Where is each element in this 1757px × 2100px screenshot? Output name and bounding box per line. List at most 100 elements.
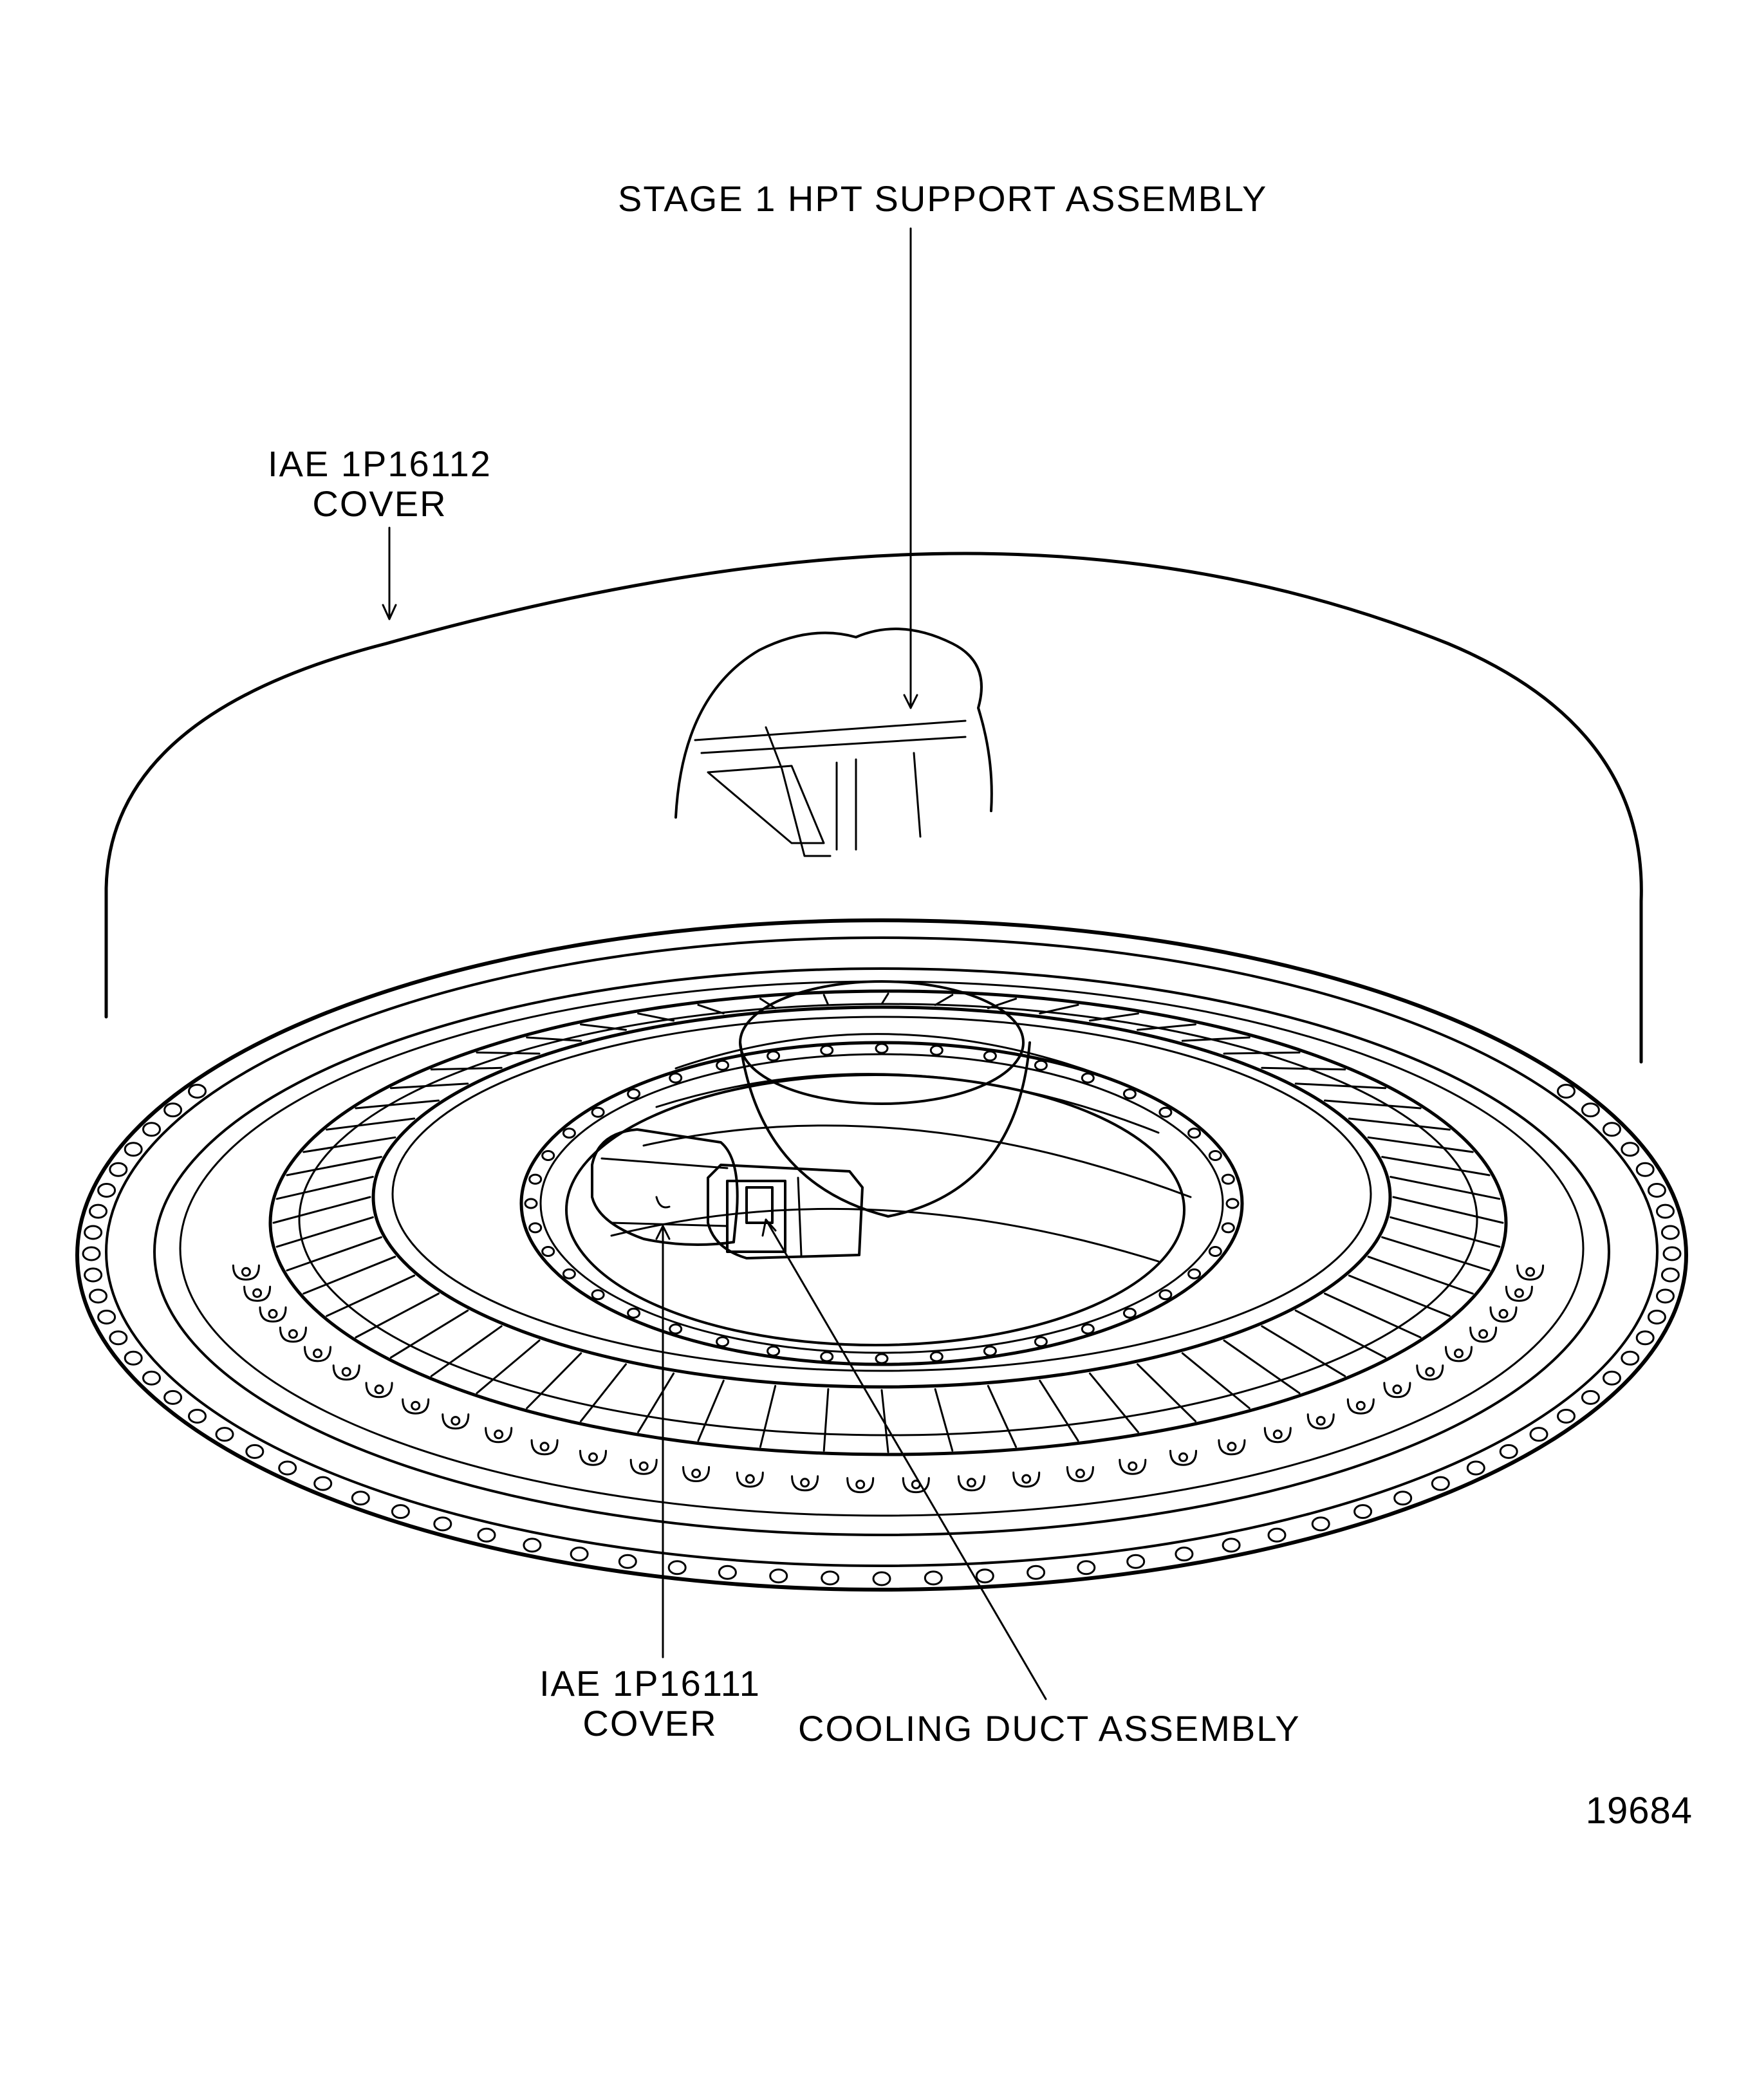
lug-hole: [1178, 1452, 1188, 1462]
bolt-hole: [433, 1516, 452, 1532]
inner-hole: [820, 1351, 834, 1362]
bolt-hole: [391, 1504, 410, 1519]
vane: [1294, 1309, 1387, 1359]
lug: [279, 1326, 307, 1343]
lug-hole: [1128, 1461, 1138, 1471]
vane: [637, 1012, 675, 1022]
bolt-hole: [1431, 1476, 1450, 1491]
lug: [1119, 1458, 1147, 1475]
bolt-hole: [1660, 1267, 1680, 1283]
lug-hole: [1392, 1384, 1402, 1395]
lug: [402, 1398, 430, 1415]
vane: [1223, 1339, 1301, 1395]
lug: [1383, 1382, 1411, 1398]
vane: [526, 1036, 582, 1042]
vane: [1261, 1066, 1346, 1071]
label-support-text: STAGE 1 HPT SUPPORT ASSEMBLY: [618, 178, 1268, 219]
bolt-hole: [1557, 1084, 1576, 1099]
inner-hole: [1034, 1336, 1048, 1348]
lug-hole: [451, 1416, 461, 1426]
bolt-hole: [124, 1350, 143, 1366]
bolt-hole: [718, 1565, 737, 1580]
bolt-hole: [124, 1142, 143, 1157]
vane: [476, 1339, 541, 1395]
inner-hole: [1122, 1088, 1137, 1100]
inner-hole: [875, 1043, 889, 1054]
bolt-hole: [84, 1225, 103, 1240]
lug: [243, 1285, 272, 1302]
vane: [880, 1389, 889, 1453]
vane: [1367, 1136, 1474, 1153]
bolt-hole: [975, 1568, 994, 1584]
turbine-vanes: [272, 992, 1504, 1453]
lug-hole: [1227, 1442, 1237, 1452]
inner-hole: [528, 1173, 543, 1185]
bolt-hole: [215, 1427, 234, 1442]
lug: [1306, 1413, 1335, 1430]
vane: [389, 1309, 469, 1359]
inner-hole: [767, 1345, 781, 1357]
label-inner-cover: IAE 1P16111 COVER: [515, 1664, 785, 1743]
inner-cover-block: [591, 1128, 739, 1246]
lug: [1505, 1285, 1533, 1302]
label-outer-cover-line1: IAE 1P16112: [268, 443, 492, 484]
vane: [1039, 1379, 1079, 1442]
bolt-hole: [1621, 1142, 1640, 1157]
bolt-hole: [163, 1102, 183, 1118]
lug: [1489, 1306, 1518, 1323]
label-cooling-duct-assembly: COOLING DUCT ASSEMBLY: [798, 1709, 1301, 1749]
lug-hole: [313, 1348, 322, 1359]
flange-lugs: [232, 1264, 1545, 1494]
vane: [355, 1099, 440, 1110]
bolt-hole: [97, 1310, 116, 1324]
lug: [1169, 1449, 1197, 1466]
bolt-hole: [351, 1491, 370, 1506]
bolt-hole: [1222, 1538, 1241, 1553]
vane: [275, 1176, 374, 1200]
bolt-hole: [1656, 1203, 1675, 1219]
bolt-hole: [1393, 1491, 1413, 1506]
lug: [232, 1264, 260, 1281]
lug-hole: [1478, 1329, 1489, 1339]
lug-hole: [855, 1480, 866, 1490]
vane: [1223, 1051, 1301, 1055]
bolt-hole: [278, 1460, 297, 1476]
lug-hole: [800, 1478, 810, 1488]
lug-hole: [1021, 1474, 1032, 1484]
lug-hole: [494, 1429, 504, 1440]
lug: [365, 1382, 393, 1398]
lug-hole: [966, 1478, 976, 1488]
lug: [259, 1306, 287, 1323]
vane: [580, 1023, 627, 1031]
inner-hole: [627, 1307, 641, 1319]
lug: [304, 1346, 331, 1362]
lug: [629, 1458, 658, 1475]
inner-hole: [562, 1268, 576, 1279]
outer-flange: [75, 918, 1688, 1592]
label-inner-cover-line1: IAE 1P16111: [539, 1663, 761, 1704]
bolt-hole: [163, 1389, 183, 1405]
vane: [1088, 1012, 1139, 1022]
bolt-hole: [1603, 1370, 1621, 1386]
lug-hole: [745, 1474, 755, 1484]
inner-hole: [1034, 1059, 1048, 1071]
inner-hole: [1158, 1289, 1173, 1301]
bolt-hole: [523, 1538, 542, 1553]
vane: [1294, 1083, 1387, 1090]
lug: [1469, 1326, 1498, 1343]
lug: [530, 1439, 559, 1456]
bolt-hole: [1466, 1460, 1485, 1476]
lug-hole: [539, 1442, 550, 1452]
vane: [1088, 1372, 1139, 1433]
vane: [697, 1379, 725, 1442]
bolt-hole: [1077, 1560, 1096, 1575]
bolt-hole: [1175, 1547, 1194, 1562]
bolt-hole: [245, 1444, 265, 1459]
bolt-hole: [1581, 1389, 1600, 1405]
lug: [902, 1477, 930, 1494]
flange-bolt-holes: [82, 1084, 1682, 1586]
inner-hole: [929, 1351, 944, 1362]
figure-number: 19684: [1585, 1790, 1693, 1832]
bolt-hole: [1635, 1330, 1655, 1346]
bolt-hole: [1603, 1122, 1621, 1137]
